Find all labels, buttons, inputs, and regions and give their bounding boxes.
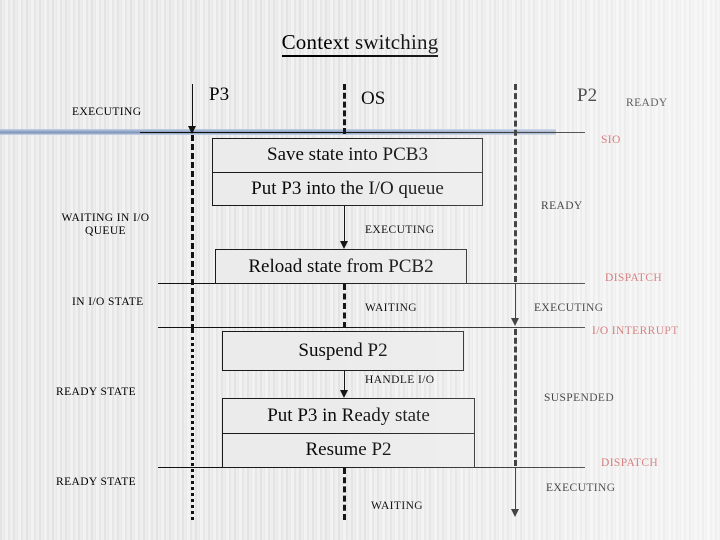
- box-save-and-queue: Save state into PCB3 Put P3 into the I/O…: [212, 138, 483, 206]
- rule-sio: [140, 132, 585, 133]
- lifeline-os-seg-5: [343, 468, 346, 520]
- lifeline-p3-arrowhead: [188, 126, 196, 134]
- right-label-executing-2: EXECUTING: [546, 482, 616, 494]
- box-row-put-p3-io-queue: Put P3 into the I/O queue: [213, 171, 482, 206]
- left-label-waiting-line-2: QUEUE: [85, 225, 126, 237]
- box-row-suspend-p2: Suspend P2: [298, 340, 388, 361]
- lifeline-p2-seg-4: [515, 467, 516, 511]
- lifeline-p2-arrow-1: [511, 318, 519, 326]
- page-title-text: Context switching: [281, 30, 439, 57]
- left-label-in-io-state: IN I/O STATE: [72, 296, 144, 308]
- lifeline-p2-seg-1: [514, 84, 517, 282]
- left-label-waiting-in-io-queue: WAITING IN I/O QUEUE: [38, 212, 173, 238]
- box-row-reload-state: Reload state from PCB2: [248, 255, 434, 277]
- lifeline-os-seg-1: [343, 84, 346, 134]
- column-header-p2: P2: [577, 85, 598, 106]
- left-label-waiting-line-1: WAITING IN I/O: [61, 212, 150, 224]
- right-label-ready-mid: READY: [541, 200, 583, 212]
- right-label-ready-top: READY: [626, 97, 668, 109]
- box-reload-state: Reload state from PCB2: [215, 249, 467, 284]
- center-label-waiting-2: WAITING: [371, 500, 423, 512]
- center-label-handle-io: HANDLE I/O: [365, 374, 435, 386]
- event-label-dispatch-1: DISPATCH: [605, 272, 663, 284]
- event-label-sio: SIO: [601, 134, 621, 146]
- left-label-ready-state-2: READY STATE: [56, 476, 137, 488]
- box-suspend-p2: Suspend P2: [222, 331, 464, 371]
- left-label-ready-state-1: READY STATE: [56, 386, 137, 398]
- box-row-save-state: Save state into PCB3: [267, 144, 428, 166]
- rule-io-interrupt: [158, 327, 585, 328]
- lifeline-p2-seg-3: [514, 329, 517, 466]
- lifeline-p2-seg-2: [515, 283, 516, 319]
- right-label-suspended: SUSPENDED: [544, 392, 615, 404]
- lifeline-os-seg-3: [343, 284, 346, 328]
- lifeline-os-arrow-1: [340, 241, 348, 249]
- event-label-dispatch-2: DISPATCH: [601, 457, 659, 469]
- right-label-executing-1: EXECUTING: [534, 302, 604, 314]
- column-header-p3: P3: [209, 84, 230, 105]
- lifeline-p3-dashed: [191, 135, 194, 330]
- box-row-resume-p2: Resume P2: [223, 432, 474, 468]
- center-label-waiting-1: WAITING: [365, 302, 417, 314]
- box-row-put-p3-ready: Put P3 in Ready state: [267, 404, 430, 426]
- lifeline-os-seg-2: [344, 206, 345, 244]
- lifeline-p2-arrow-2: [511, 509, 519, 517]
- page-title: Context switching: [0, 30, 720, 57]
- lifeline-p3-dotted: [191, 330, 194, 520]
- lifeline-os-arrow-2: [340, 390, 348, 398]
- lifeline-p3-solid: [192, 84, 193, 128]
- left-label-executing: EXECUTING: [72, 106, 142, 118]
- lifeline-os-seg-4: [344, 371, 345, 393]
- center-label-executing: EXECUTING: [365, 224, 435, 236]
- column-header-os: OS: [361, 88, 386, 109]
- event-label-io-interrupt: I/O INTERRUPT: [592, 325, 679, 337]
- box-ready-and-resume: Put P3 in Ready state Resume P2: [222, 398, 475, 468]
